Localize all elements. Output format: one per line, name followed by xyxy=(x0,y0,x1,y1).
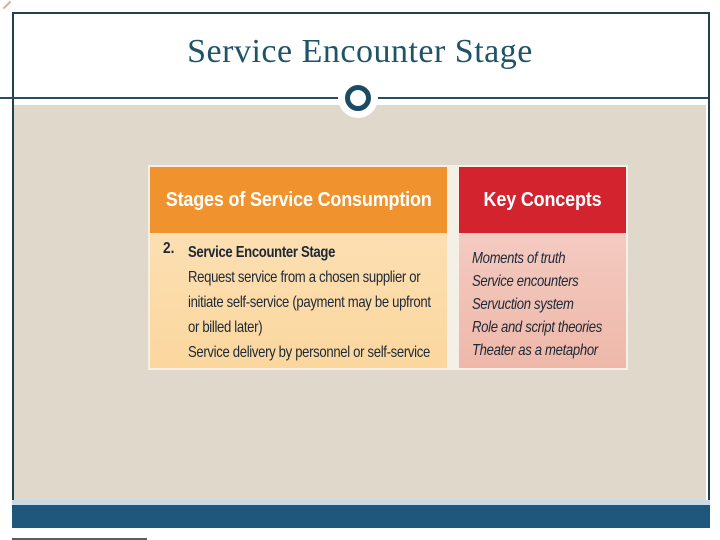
concept-line-2: Service encounters xyxy=(472,273,579,290)
bottom-edge-artifact xyxy=(12,538,147,540)
table-column-gutter xyxy=(447,167,459,368)
circle-ornament-ring xyxy=(345,85,371,111)
concept-line-5: Theater as a metaphor xyxy=(472,342,598,359)
stage-line-2: initiate self-service (payment may be up… xyxy=(188,294,431,311)
stage-cell: 2. Service Encounter Stage Request servi… xyxy=(150,233,447,368)
concept-line-4: Role and script theories xyxy=(472,319,602,336)
slide-title: Service Encounter Stage xyxy=(187,33,533,70)
stage-line-4: Service delivery by personnel or self-se… xyxy=(188,344,430,361)
bottom-pale-strip xyxy=(12,500,710,505)
frame-border-right xyxy=(708,12,710,500)
stage-line-1: Request service from a chosen supplier o… xyxy=(188,269,421,286)
stage-heading: Service Encounter Stage xyxy=(188,244,336,261)
stage-number: 2. xyxy=(163,240,175,257)
concept-line-3: Servuction system xyxy=(472,296,574,313)
frame-border-left xyxy=(12,12,14,500)
scan-artifact-mark xyxy=(2,0,12,10)
bottom-accent-bar xyxy=(12,505,710,528)
stage-line-3: or billed later) xyxy=(188,319,263,336)
frame-border-top xyxy=(12,12,710,14)
concept-line-1: Moments of truth xyxy=(472,250,566,267)
table-header-stages-label: Stages of Service Consumption xyxy=(165,188,432,211)
circle-ornament xyxy=(338,78,378,118)
table-header-key-concepts: Key Concepts xyxy=(459,167,626,233)
key-concepts-cell: Moments of truth Service encounters Serv… xyxy=(459,233,626,368)
table-header-stages: Stages of Service Consumption xyxy=(150,167,447,233)
table-header-key-concepts-label: Key Concepts xyxy=(483,188,602,211)
